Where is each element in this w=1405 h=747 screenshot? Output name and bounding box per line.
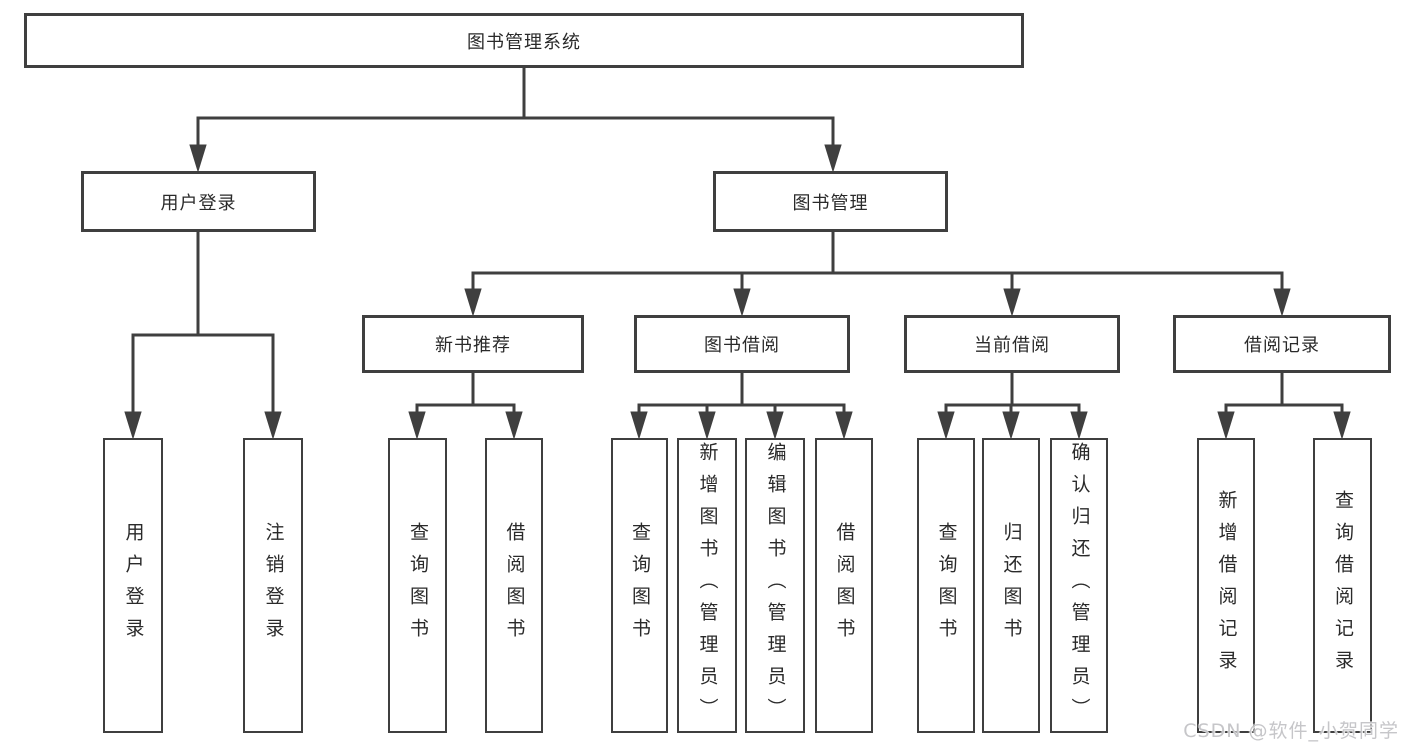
node-leaf-user-login-label: 用户登录	[122, 521, 145, 650]
node-leaf-user-login: 用户登录	[103, 438, 163, 733]
node-root: 图书管理系统	[24, 13, 1024, 68]
node-leaf-borrow-books-borrowing-label: 借阅图书	[833, 521, 856, 650]
node-book-borrowing: 图书借阅	[634, 315, 850, 373]
node-leaf-query-books-current: 查询图书	[917, 438, 975, 733]
node-leaf-query-books-recommend-label: 查询图书	[407, 521, 429, 650]
node-leaf-query-books-borrowing: 查询图书	[611, 438, 668, 733]
node-leaf-add-borrow-record-label: 新增借阅记录	[1215, 489, 1238, 682]
node-leaf-confirm-return-admin-label: 确认归还（管理员）	[1068, 441, 1091, 730]
node-current-borrowing: 当前借阅	[904, 315, 1120, 373]
node-leaf-confirm-return-admin: 确认归还（管理员）	[1050, 438, 1108, 733]
node-leaf-borrow-books-recommend-label: 借阅图书	[503, 521, 526, 650]
node-new-book-recommend: 新书推荐	[362, 315, 584, 373]
node-leaf-query-borrow-record-label: 查询借阅记录	[1332, 489, 1354, 682]
node-leaf-logout: 注销登录	[243, 438, 303, 733]
node-leaf-query-books-borrowing-label: 查询图书	[629, 521, 651, 650]
node-root-label: 图书管理系统	[467, 31, 581, 53]
node-new-book-recommend-label: 新书推荐	[435, 335, 511, 356]
node-leaf-return-books-label: 归还图书	[1000, 521, 1023, 650]
node-current-borrowing-label: 当前借阅	[974, 335, 1050, 356]
node-leaf-logout-label: 注销登录	[262, 521, 285, 650]
node-book-management: 图书管理	[713, 171, 948, 232]
node-user-login-label: 用户登录	[160, 192, 237, 214]
node-leaf-edit-book-admin: 编辑图书（管理员）	[745, 438, 805, 733]
node-borrowing-records: 借阅记录	[1173, 315, 1391, 373]
node-borrowing-records-label: 借阅记录	[1244, 335, 1320, 356]
node-leaf-query-books-recommend: 查询图书	[388, 438, 447, 733]
node-leaf-add-book-admin: 新增图书（管理员）	[677, 438, 737, 733]
node-leaf-query-borrow-record: 查询借阅记录	[1313, 438, 1372, 733]
node-book-management-label: 图书管理	[792, 192, 869, 214]
node-book-borrowing-label: 图书借阅	[704, 335, 780, 356]
node-leaf-add-borrow-record: 新增借阅记录	[1197, 438, 1255, 733]
node-leaf-add-book-admin-label: 新增图书（管理员）	[696, 441, 719, 730]
node-leaf-query-books-current-label: 查询图书	[935, 521, 958, 650]
node-leaf-edit-book-admin-label: 编辑图书（管理员）	[764, 441, 787, 730]
node-leaf-borrow-books-borrowing: 借阅图书	[815, 438, 873, 733]
node-leaf-borrow-books-recommend: 借阅图书	[485, 438, 543, 733]
node-user-login: 用户登录	[81, 171, 316, 232]
node-leaf-return-books: 归还图书	[982, 438, 1040, 733]
watermark: CSDN @软件_小贺同学	[1183, 720, 1399, 742]
